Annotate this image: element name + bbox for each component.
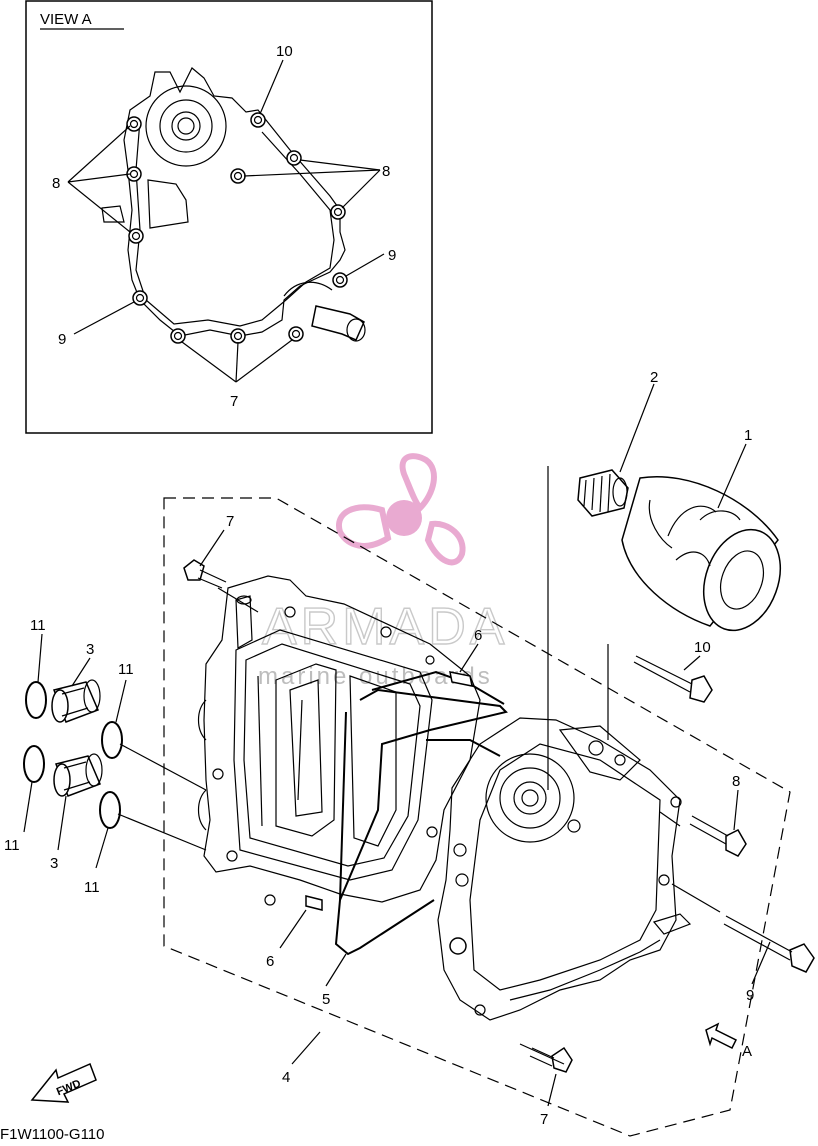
- figure-code: F1W1100-G110: [0, 1126, 105, 1141]
- callout-9: 9: [746, 987, 754, 1004]
- view-a-callout-8-left: 8: [52, 175, 60, 192]
- view-a-bolt-holes: [126, 112, 348, 344]
- view-a-callout-8-right: 8: [382, 163, 390, 180]
- o-ring-bl: [23, 745, 45, 783]
- callout-11-bottom-left: 11: [4, 837, 20, 854]
- view-a-cover-outline: [123, 67, 346, 337]
- callout-11-bottom-right: 11: [84, 879, 100, 896]
- o-ring-tl: [25, 681, 47, 719]
- callout-5: 5: [322, 991, 330, 1008]
- view-a-callout-7: 7: [230, 393, 238, 410]
- callout-3-top: 3: [86, 641, 94, 658]
- bolt-9: [723, 915, 815, 973]
- union-bolt: [577, 469, 629, 517]
- bolt-7-top: [183, 559, 227, 589]
- callout-4: 4: [282, 1069, 290, 1086]
- callout-3-bottom: 3: [50, 855, 58, 872]
- callout-6-top: 6: [474, 627, 482, 644]
- fitting-upper: [51, 679, 101, 723]
- view-a-callout-9-right: 9: [388, 247, 396, 264]
- view-a-inset: VIEW A: [25, 0, 433, 434]
- watermark-brand: ARMADA: [262, 598, 508, 656]
- callout-11-top-right: 11: [118, 661, 134, 678]
- callout-2: 2: [650, 369, 658, 386]
- armada-logo-icon: [336, 453, 466, 566]
- fwd-arrow-icon: FWD: [30, 1062, 97, 1103]
- bolt-8: [689, 815, 747, 857]
- bolt-10: [633, 655, 713, 703]
- callout-7-bottom: 7: [540, 1111, 548, 1128]
- gasket: [334, 688, 508, 956]
- bolt-7-bottom: [529, 1046, 573, 1073]
- o-ring-tr: [101, 721, 123, 759]
- dowel-pin-top: [449, 671, 473, 687]
- callout-7-top: 7: [226, 513, 234, 530]
- callout-11-top-left: 11: [30, 617, 46, 634]
- view-a-callout-9-left: 9: [58, 331, 66, 348]
- pump-cover-right: [437, 717, 692, 1021]
- fitting-lower: [53, 753, 103, 797]
- view-a-arrow: A: [705, 1022, 752, 1060]
- main-callouts: 1 2 3 3 4 5 6 6 7 7 8 9 10 11 11 11 11: [4, 369, 754, 1128]
- callout-6-bottom: 6: [266, 953, 274, 970]
- o-ring-br: [99, 791, 121, 829]
- callout-10: 10: [694, 639, 711, 656]
- callout-1: 1: [744, 427, 752, 444]
- dowel-pin-bottom: [305, 895, 323, 911]
- view-a-title: VIEW A: [40, 11, 92, 28]
- view-a-frame: [25, 0, 433, 434]
- pump-cover-left: [197, 575, 481, 906]
- assembly-boundary: [163, 497, 791, 1137]
- oil-filter: [621, 476, 781, 632]
- callout-8: 8: [732, 773, 740, 790]
- o-rings: [23, 681, 123, 829]
- view-a-arrow-label: A: [742, 1043, 752, 1060]
- view-a-callout-10: 10: [276, 43, 293, 60]
